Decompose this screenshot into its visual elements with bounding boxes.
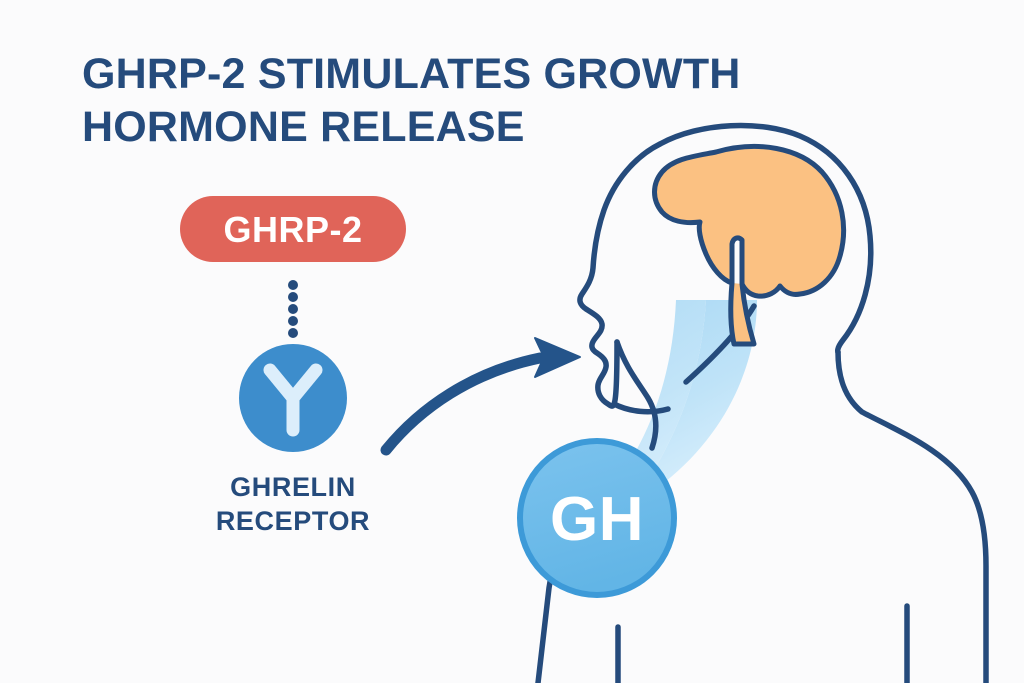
connector-dot [288, 280, 298, 290]
gh-badge[interactable]: GH [517, 438, 677, 598]
gh-badge-label: GH [550, 485, 644, 554]
connector-dot [288, 316, 298, 326]
gh-badge-circle [517, 438, 677, 598]
receptor-label-line-2: RECEPTOR [216, 506, 370, 536]
ghrp2-badge-label: GHRP-2 [223, 209, 362, 250]
title-line-1: GHRP-2 STIMULATES GROWTH [82, 50, 741, 98]
ghrelin-receptor-badge[interactable] [239, 344, 347, 452]
connector-dot [288, 292, 298, 302]
pituitary-stalk [728, 280, 757, 347]
brain [652, 144, 847, 347]
dotted-binding-connector [288, 280, 298, 338]
title-line-2: HORMONE RELEASE [82, 103, 525, 151]
signal-arrow-head [534, 337, 581, 378]
receptor-label-line-1: GHRELIN [230, 472, 356, 502]
signal-arrow [380, 337, 581, 456]
gh-release-pathway [570, 300, 757, 551]
receptor-y-icon [263, 363, 323, 437]
connector-dot [288, 328, 298, 338]
connector-dot [288, 304, 298, 314]
page-title: GHRP-2 STIMULATES GROWTH HORMONE RELEASE [82, 50, 741, 151]
head-profile-outline [577, 122, 874, 415]
ghrp2-badge[interactable]: GHRP-2 [180, 196, 406, 262]
ghrp2-badge-background [180, 196, 406, 262]
ghrelin-receptor-label: GHRELIN RECEPTOR [216, 472, 370, 536]
